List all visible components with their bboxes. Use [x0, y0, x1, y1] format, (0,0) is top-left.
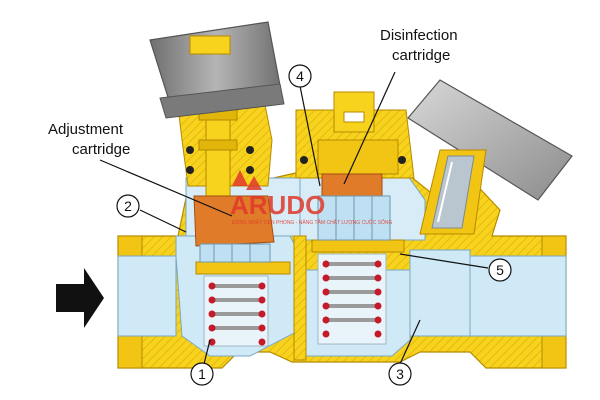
callout-3-number: 3 — [396, 366, 404, 382]
right-bonnet — [295, 91, 415, 179]
callout-2-number: 2 — [124, 198, 132, 214]
callout-3-leader — [399, 319, 421, 365]
disinfection-cartridge — [317, 173, 391, 241]
callout-1: 1 — [190, 362, 214, 386]
callout-1-leader — [203, 339, 211, 365]
callout-4-leader — [299, 85, 321, 187]
adjustment-label-line1: Adjustment — [48, 121, 124, 138]
watermark-tagline: ĐỒNG NHẤT TIỆN PHONG - NÂNG TẦM CHẤT LƯỢ… — [232, 218, 393, 226]
watermark-logo: ARUDO ĐỒNG NHẤT TIỆN PHONG - NÂNG TẦM CH… — [230, 170, 393, 226]
callout-3: 3 — [388, 362, 412, 386]
right-spring — [317, 253, 387, 345]
watermark-brand: ARUDO — [230, 190, 325, 220]
thermometer-dial — [407, 79, 573, 235]
arrow-right-icon — [56, 268, 104, 328]
callout-4-number: 4 — [296, 68, 304, 84]
adjustment-knob — [149, 21, 285, 119]
inner-partition — [195, 235, 405, 361]
left-spring — [203, 275, 269, 347]
disinfection-label-line1: Disinfection — [380, 27, 458, 44]
callout-1-number: 1 — [198, 366, 206, 382]
callout-4: 4 — [288, 64, 312, 88]
adjustment-label-line2: cartridge — [72, 141, 130, 158]
callout-5: 5 — [488, 258, 512, 282]
callout-5-leader — [399, 253, 489, 269]
disinfection-label-line2: cartridge — [392, 47, 450, 64]
adjustment-leader — [99, 159, 233, 217]
leader-lines — [99, 71, 489, 365]
callout-2-leader — [139, 209, 187, 233]
disinfection-leader — [343, 71, 396, 185]
callout-2: 2 — [116, 194, 140, 218]
callout-5-number: 5 — [496, 262, 504, 278]
